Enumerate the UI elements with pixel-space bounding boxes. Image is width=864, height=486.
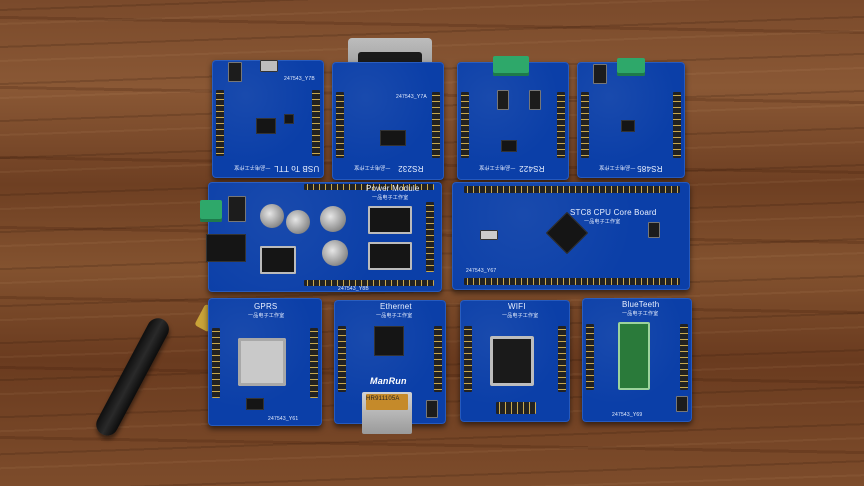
pin-header-right [673, 92, 681, 158]
terminal-block [617, 58, 645, 76]
pin-header-right [434, 326, 442, 392]
board-title: STC8 CPU Core Board [570, 208, 657, 217]
pin-header-top [304, 184, 434, 190]
dc-jack [206, 234, 246, 262]
pin-header-right [312, 90, 320, 156]
regulator-chip [368, 206, 412, 234]
pin-header-bottom [304, 280, 434, 286]
crystal [480, 230, 498, 240]
terminal-block [493, 56, 529, 76]
pin-header-side [426, 202, 434, 272]
pin-header-left [586, 324, 594, 390]
board-subtitle: 一品电子工作室 [502, 313, 539, 319]
board-subtitle: 一品电子工作室 [479, 164, 516, 170]
gprs-antenna [92, 314, 173, 440]
pin-header-bottom [464, 278, 680, 285]
slide-switch [497, 90, 509, 110]
pin-header-right [680, 324, 688, 390]
rs232-board: 247543_Y7A RS232 一品电子工作室 [332, 62, 444, 180]
pin-header-left [338, 326, 346, 392]
pin-header-left [212, 328, 220, 398]
wifi-board: WIFI 一品电子工作室 [460, 300, 570, 422]
board-subtitle: 一品电子工作室 [584, 219, 621, 225]
regulator-chip [260, 246, 296, 274]
slide-switch [648, 222, 660, 238]
board-title: RS422 [519, 164, 545, 173]
pin-header-right [310, 328, 318, 398]
board-code: 247543_Y8B [338, 286, 369, 292]
regulator-chip [368, 242, 412, 270]
pin-header-right [557, 92, 565, 158]
rj45-brand: ManRun [370, 376, 407, 386]
board-code: 247543_Y69 [612, 412, 643, 418]
pin-header-top [464, 186, 680, 193]
board-subtitle: 一品电子工作室 [376, 313, 413, 319]
pin-header-left [461, 92, 469, 158]
rs422-board: RS422 一品电子工作室 [457, 56, 569, 180]
capacitor [322, 240, 348, 266]
terminal-block [200, 200, 222, 222]
board-subtitle: 一品电子工作室 [354, 164, 391, 170]
bluetooth-module [618, 322, 650, 390]
slide-switch [228, 62, 242, 82]
capacitor [320, 206, 346, 232]
slide-switch [426, 400, 438, 418]
pin-header-left [216, 90, 224, 156]
board-title: WIFI [508, 302, 526, 311]
board-code: 247543_Y61 [268, 416, 299, 422]
mcu-chip [545, 211, 589, 255]
ic-chip [621, 120, 635, 132]
esp-wifi-module [490, 336, 534, 386]
board-subtitle: 一品电子工作室 [248, 313, 285, 319]
pin-header-right [558, 326, 566, 392]
pin-header-bottom [496, 402, 536, 414]
board-title: RS485 [637, 164, 663, 173]
usb-connector [260, 60, 278, 72]
ic-chip [380, 130, 406, 146]
rj45-jack [362, 392, 412, 434]
board-subtitle: 一品电子工作室 [234, 164, 271, 170]
rs485-board: RS485 一品电子工作室 [577, 58, 685, 178]
ic-chip-small [284, 114, 294, 124]
board-code: 247543_Y67 [466, 268, 497, 274]
ic-chip [501, 140, 517, 152]
sim-holder [246, 398, 264, 410]
pin-header-left [581, 92, 589, 158]
pin-header-left [464, 326, 472, 392]
slide-switch [676, 396, 688, 412]
board-title: Ethernet [380, 302, 412, 311]
slide-switch [529, 90, 541, 110]
pin-header-right [432, 92, 440, 158]
board-title: BlueTeeth [622, 300, 660, 309]
board-title: GPRS [254, 302, 278, 311]
power-switch [228, 196, 246, 222]
board-title: USB To TTL [274, 164, 320, 173]
ic-chip [256, 118, 276, 134]
board-code: 247543_Y7B [284, 76, 315, 82]
ethernet-controller-chip [374, 326, 404, 356]
capacitor [260, 204, 284, 228]
board-subtitle: 一品电子工作室 [372, 195, 409, 201]
pin-header-left [336, 92, 344, 158]
usb-to-ttl-board: 247543_Y7B USB To TTL 一品电子工作室 [212, 60, 324, 178]
rj45-model: HR911105A [366, 396, 400, 402]
capacitor [286, 210, 310, 234]
board-subtitle: 一品电子工作室 [599, 164, 636, 170]
board-title: Power Module [366, 184, 420, 193]
board-code: 247543_Y7A [396, 94, 427, 100]
board-title: RS232 [398, 164, 424, 173]
gprs-board: GPRS 一品电子工作室 247543_Y61 [208, 298, 322, 426]
board-subtitle: 一品电子工作室 [622, 311, 659, 317]
stc8-core-board: STC8 CPU Core Board 一品电子工作室 247543_Y67 [452, 182, 690, 290]
slide-switch [593, 64, 607, 84]
power-module-board: Power Module 一品电子工作室 247543_Y8B [200, 182, 442, 292]
gprs-module [238, 338, 286, 386]
bluetooth-board: BlueTeeth 一品电子工作室 247543_Y69 [582, 298, 692, 422]
